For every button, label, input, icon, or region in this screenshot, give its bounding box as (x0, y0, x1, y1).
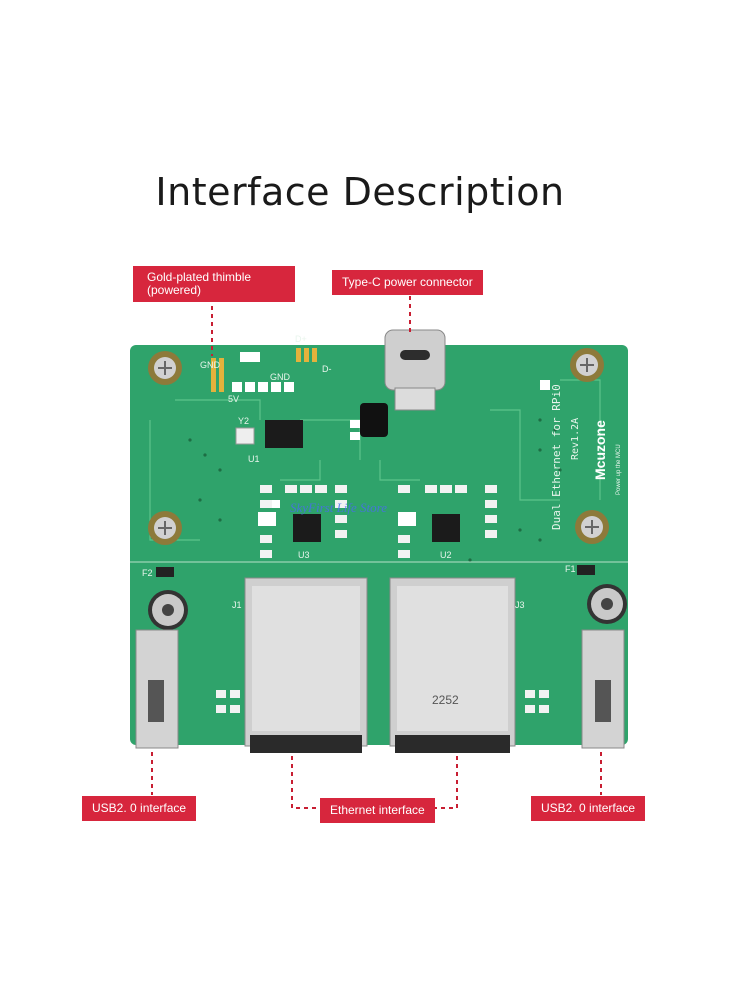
usb-right (581, 629, 625, 749)
passive-components-lower (216, 690, 549, 713)
label-j3: J3 (515, 600, 525, 610)
label-u3: U3 (298, 550, 310, 560)
label-f2: F2 (142, 568, 153, 578)
usb-left (135, 629, 179, 749)
fuse-f1 (577, 565, 595, 575)
screw-top-left (148, 351, 182, 385)
inductor (360, 403, 388, 437)
fuse-f2 (156, 567, 174, 577)
smd-pads-top (232, 352, 550, 508)
chip-u3 (293, 514, 321, 542)
label-5v: 5V (228, 394, 239, 404)
label-f1: F1 (565, 564, 576, 574)
label-y2: Y2 (238, 416, 249, 426)
type-c-connector (384, 329, 446, 411)
rj45-jack-right (389, 577, 516, 753)
label-dplus: D+ (295, 334, 307, 344)
pcb-traces (149, 379, 601, 541)
watermark: SkyFirst Life Store (290, 500, 387, 515)
chip-u2 (432, 514, 460, 542)
gold-thimble-pins (211, 348, 317, 392)
callout-ethernet: Ethernet interface (320, 798, 435, 823)
passive-components (258, 485, 497, 558)
pcb-vias (188, 418, 562, 562)
crystal-y2 (235, 427, 255, 445)
rj45-jack-left (244, 577, 368, 753)
chip-u1 (265, 420, 303, 448)
label-gnd-2: GND (270, 372, 291, 382)
screw-mid-left (148, 511, 182, 545)
label-dminus: D- (322, 364, 332, 374)
callout-usb-left: USB2. 0 interface (82, 796, 197, 821)
rj45-marking: 2252 (432, 693, 459, 707)
label-gnd-1: GND (200, 360, 221, 370)
label-u1: U1 (248, 454, 260, 464)
page-title: Interface Description (155, 170, 565, 214)
label-j1: J1 (232, 600, 242, 610)
leader-eth-right (430, 756, 458, 809)
capacitor-right (587, 584, 627, 624)
capacitor-left (148, 590, 188, 630)
callout-usb-right: USB2. 0 interface (531, 796, 646, 821)
label-u2: U2 (440, 550, 452, 560)
brand-tagline: Power up the MCU (616, 444, 622, 495)
leader-eth-left (291, 756, 323, 809)
silkscreen-rev: Rev1.2A (570, 418, 581, 460)
silkscreen-product: Dual Ethernet for RPi0 (550, 384, 563, 530)
screw-mid-right (575, 510, 609, 544)
callout-thimble: Gold-plated thimble (powered) (133, 266, 295, 302)
screw-top-right (570, 348, 604, 382)
brand-logo: Mcuzone (592, 420, 608, 480)
callout-typec: Type-C power connector (332, 270, 483, 295)
